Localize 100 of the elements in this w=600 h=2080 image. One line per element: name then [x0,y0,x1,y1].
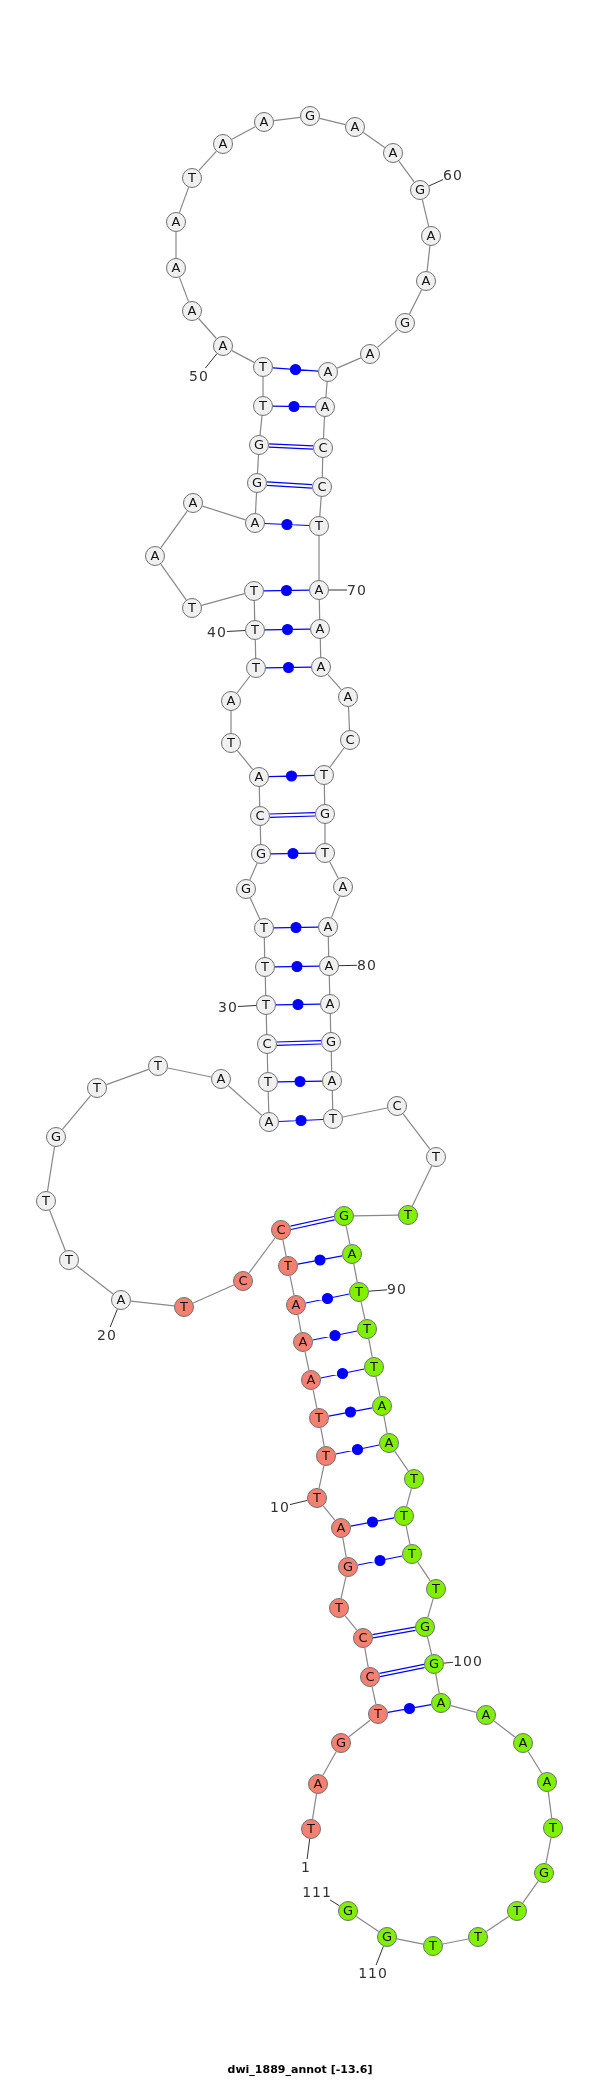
backbone-line [248,1237,276,1274]
nucleotide-circle: A [310,619,330,639]
base-pair-line [278,1114,324,1127]
nucleotide-circle: A [318,362,338,382]
nucleotide-circle: G [377,1927,397,1947]
backbone-line [353,1263,358,1283]
nucleotide-circle: T [426,1579,446,1599]
backbone-line [322,416,326,439]
nucleotide-circle: A [245,513,265,533]
nucleotide-circle: G [247,473,267,493]
backbone-line [547,1791,553,1819]
leader-line [226,630,246,632]
base-pair-line [328,1406,373,1418]
nucleotide-circle: G [424,1654,444,1674]
base-pair-line [289,1215,336,1231]
backbone-line [198,150,217,172]
backbone-line [167,1067,212,1078]
nucleotide-circle: T [87,1078,107,1098]
nucleotide-circle: T [278,1256,298,1276]
backbone-line [319,638,322,658]
nucleotide-circle: G [46,1127,66,1147]
leader-line [328,589,348,591]
backbone-line [325,381,328,398]
nucleotide-circle: A [315,397,335,417]
base-pair-line [268,770,315,782]
nucleotide-circle: C [313,438,333,458]
backbone-line [331,1090,334,1110]
backbone-line [192,1284,235,1304]
backbone-line [450,1705,477,1713]
nucleotide-circle: T [244,581,264,601]
backbone-line [320,1427,325,1447]
nucleotide-circle: T [182,598,202,618]
backbone-line [263,937,266,958]
nucleotide-circle: G [331,1733,351,1753]
backbone-line [249,862,258,881]
backbone-line [256,454,260,474]
nucleotide-circle: A [421,226,441,246]
position-number: 70 [347,582,367,598]
nucleotide-circle: A [182,301,202,321]
nucleotide-circle: A [431,1693,451,1713]
base-pair-line [265,661,312,674]
backbone-line [330,1051,333,1072]
nucleotide-circle: T [174,1297,194,1317]
nucleotide-circle: G [338,1901,358,1921]
backbone-line [264,976,267,996]
nucleotide-circle: T [253,357,273,377]
nucleotide-circle: A [342,1244,362,1264]
nucleotide-circle: A [311,657,331,677]
backbone-line [398,160,415,183]
backbone-line [160,510,188,549]
backbone-line [254,639,257,659]
nucleotide-circle: G [315,804,335,824]
nucleotide-circle: A [293,1332,313,1352]
backbone-line [435,1673,440,1694]
backbone-line [227,1085,263,1116]
backbone-line [49,1209,66,1252]
backbone-line [318,535,320,581]
nucleotide-circle: A [308,1774,328,1794]
base-pair-line [266,481,313,489]
base-pair-line [275,998,321,1011]
backbone-line [329,1013,332,1033]
base-pair-line [272,400,316,413]
base-pair-line [387,1702,432,1715]
base-pair-line [312,1329,358,1342]
backbone-line [394,1450,409,1472]
nucleotide-circle: C [233,1271,253,1291]
nucleotide-circle: T [253,396,273,416]
backbone-line [321,457,324,478]
nucleotide-circle: C [360,1667,380,1687]
nucleotide-circle: A [213,336,233,356]
nucleotide-circle: T [426,1147,446,1167]
backbone-line [493,1720,516,1738]
nucleotide-circle: T [349,1282,369,1302]
nucleotide-circle: A [372,1396,392,1416]
base-pair-line [264,518,310,531]
nucleotide-circle: A [166,258,186,278]
backbone-line [324,823,326,844]
nucleotide-circle: A [416,271,436,291]
nucleotide-circle: C [250,806,270,826]
backbone-line [323,784,326,805]
leader-line [443,1661,454,1664]
nucleotide-circle: G [338,1557,358,1577]
nucleotide-circle: T [309,1408,329,1428]
backbone-line [312,1389,318,1409]
backbone-line [353,1214,399,1217]
nucleotide-circle: A [183,493,203,513]
backbone-line [417,1561,431,1582]
backbone-line [545,1837,552,1864]
nucleotide-circle: T [307,1488,327,1508]
backbone-line [178,186,190,214]
backbone-line [411,1165,433,1207]
nucleotide-circle: A [211,1069,231,1089]
nucleotide-circle: T [245,620,265,640]
backbone-line [76,1265,114,1295]
backbone-line [342,1537,347,1558]
backbone-line [344,1615,358,1631]
backbone-line [319,496,322,517]
backbone-line [396,1938,424,1945]
nucleotide-circle: T [254,918,274,938]
nucleotide-circle: T [357,1319,377,1339]
